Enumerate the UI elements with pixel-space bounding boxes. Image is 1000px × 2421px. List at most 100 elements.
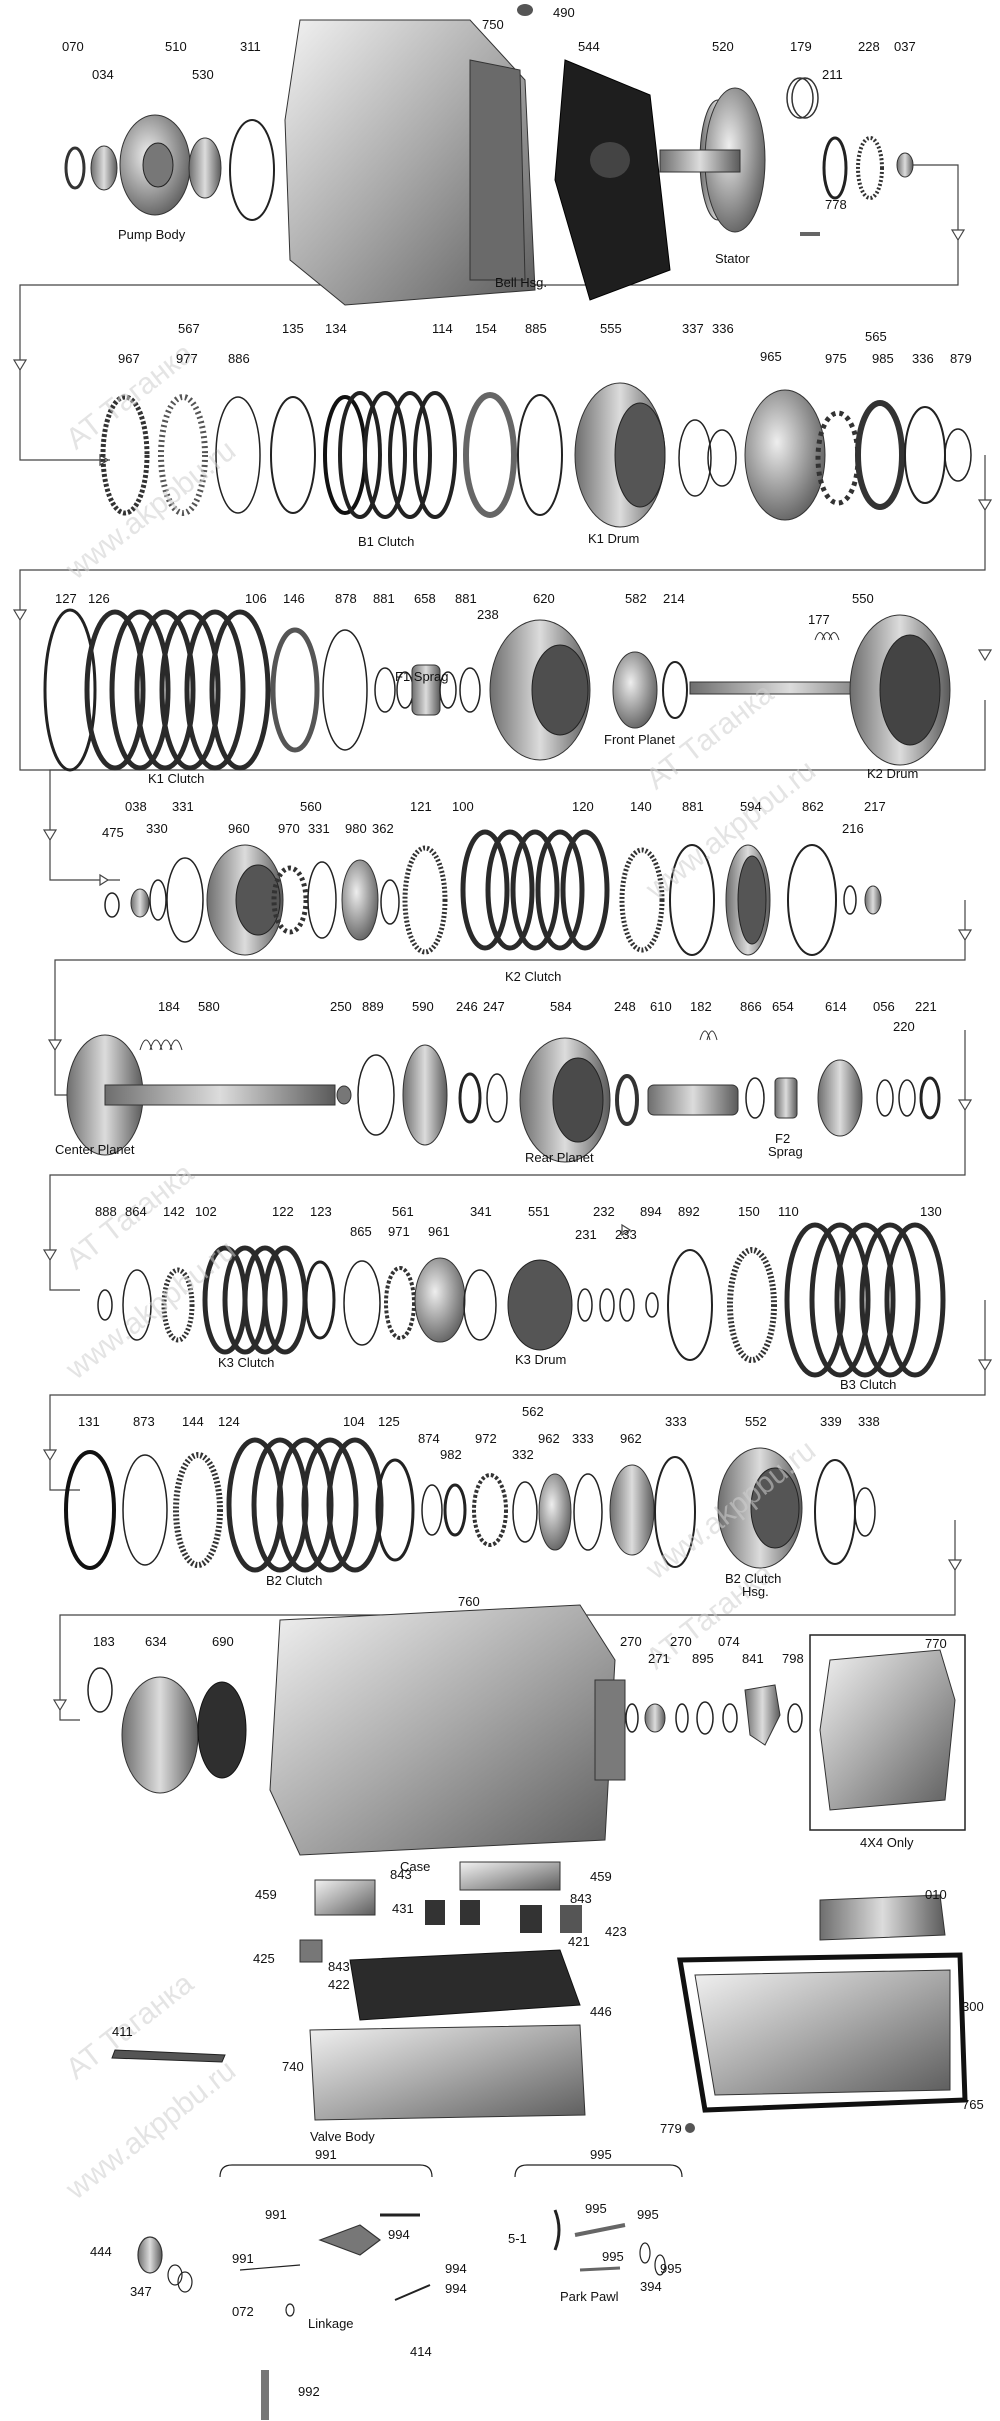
row2-parts <box>100 382 972 528</box>
part-number: 394 <box>640 2279 662 2294</box>
part-number: 620 <box>533 591 555 606</box>
caption-k2-drum: K2 Drum <box>867 766 919 781</box>
caption-linkage: Linkage <box>308 2316 354 2331</box>
part-number: 110 <box>778 1204 799 1219</box>
flow-arrowheads <box>12 229 993 1712</box>
part-number: 125 <box>378 1414 400 1429</box>
row6-parts <box>97 1222 946 1378</box>
part-number: 120 <box>572 799 594 814</box>
caption-b2-clutch: B2 Clutch <box>266 1573 323 1588</box>
part-number: 232 <box>593 1204 615 1219</box>
part-number: 552 <box>745 1414 767 1429</box>
part-number: 144 <box>182 1414 204 1429</box>
part-number: 362 <box>372 821 394 836</box>
part-number: 634 <box>145 1634 167 1649</box>
part-number: 551 <box>528 1204 550 1219</box>
caption-b3-clutch: B3 Clutch <box>840 1377 897 1392</box>
part-number: 750 <box>482 17 504 32</box>
part-number: 010 <box>925 1887 947 1902</box>
part-number: 582 <box>625 591 647 606</box>
part-number: 889 <box>362 999 384 1014</box>
part-number: 980 <box>345 821 367 836</box>
part-number: 561 <box>392 1204 414 1219</box>
part-number: 865 <box>350 1224 372 1239</box>
part-number: 567 <box>178 321 200 336</box>
row1-parts <box>64 4 914 306</box>
part-number: 331 <box>308 821 330 836</box>
part-number: 992 <box>298 2384 320 2399</box>
part-number: 037 <box>894 39 916 54</box>
part-number: 228 <box>858 39 880 54</box>
part-number: 995 <box>602 2249 624 2264</box>
part-number: 885 <box>525 321 547 336</box>
part-number: 5-1 <box>508 2231 527 2246</box>
part-number: 422 <box>328 1977 350 1992</box>
part-number: 995 <box>660 2261 682 2276</box>
part-number: 779 <box>660 2121 682 2136</box>
part-number: 182 <box>690 999 712 1014</box>
caption-4x4-only: 4X4 Only <box>860 1835 914 1850</box>
caption-b2-clutch-hsg: B2 Clutch <box>725 1571 782 1586</box>
part-number: 982 <box>440 1447 462 1462</box>
part-number: 765 <box>962 2097 984 2112</box>
part-number: 431 <box>392 1901 414 1916</box>
part-number: 114 <box>432 321 453 336</box>
part-number: 121 <box>410 799 432 814</box>
part-number: 580 <box>198 999 220 1014</box>
part-number: 654 <box>772 999 794 1014</box>
caption-bell-hsg: Bell Hsg. <box>495 275 548 290</box>
part-number: 881 <box>373 591 395 606</box>
row8-parts <box>87 1604 966 1856</box>
part-number: 798 <box>782 1651 804 1666</box>
part-number: 221 <box>915 999 937 1014</box>
caption-k2-clutch: K2 Clutch <box>505 969 562 984</box>
caption-k3-drum: K3 Drum <box>515 1352 567 1367</box>
part-number: 100 <box>452 799 474 814</box>
part-number: 520 <box>712 39 734 54</box>
part-number: 459 <box>590 1869 612 1884</box>
part-number: 975 <box>825 351 847 366</box>
part-number: 217 <box>864 799 886 814</box>
part-number: 658 <box>414 591 436 606</box>
part-number: 271 <box>648 1651 670 1666</box>
part-number: 864 <box>125 1204 147 1219</box>
part-number: 843 <box>570 1891 592 1906</box>
part-number: 421 <box>568 1934 590 1949</box>
part-number: 216 <box>842 821 864 836</box>
part-number: 142 <box>163 1204 185 1219</box>
part-number: 740 <box>282 2059 304 2074</box>
part-number: 560 <box>300 799 322 814</box>
part-number: 124 <box>218 1414 240 1429</box>
part-number: 960 <box>228 821 250 836</box>
part-number: 972 <box>475 1431 497 1446</box>
part-number: 888 <box>95 1204 117 1219</box>
part-number: 184 <box>158 999 180 1014</box>
part-number: 135 <box>282 321 304 336</box>
part-number: 074 <box>718 1634 740 1649</box>
part-number: 134 <box>325 321 347 336</box>
part-number: 248 <box>614 999 636 1014</box>
part-number: 970 <box>278 821 300 836</box>
part-number: 892 <box>678 1204 700 1219</box>
row10-parts <box>137 2164 683 2420</box>
part-number: 131 <box>78 1414 100 1429</box>
part-number: 179 <box>790 39 812 54</box>
part-number: 220 <box>893 1019 915 1034</box>
part-number: 056 <box>873 999 895 1014</box>
part-number: 238 <box>477 607 499 622</box>
part-number: 550 <box>852 591 874 606</box>
caption-f2-sprag: F2 <box>775 1131 791 1146</box>
part-number: 338 <box>858 1414 880 1429</box>
part-number: 446 <box>590 2004 612 2019</box>
part-number: 995 <box>637 2207 659 2222</box>
part-number: 862 <box>802 799 824 814</box>
part-number: 555 <box>600 321 622 336</box>
part-number: 962 <box>538 1431 560 1446</box>
part-number: 330 <box>146 821 168 836</box>
row4-parts <box>104 829 882 956</box>
part-number: 459 <box>255 1887 277 1902</box>
part-number: 341 <box>470 1204 492 1219</box>
part-number: 994 <box>445 2281 467 2296</box>
part-number: 965 <box>760 349 782 364</box>
caption-front-planet: Front Planet <box>604 732 675 747</box>
